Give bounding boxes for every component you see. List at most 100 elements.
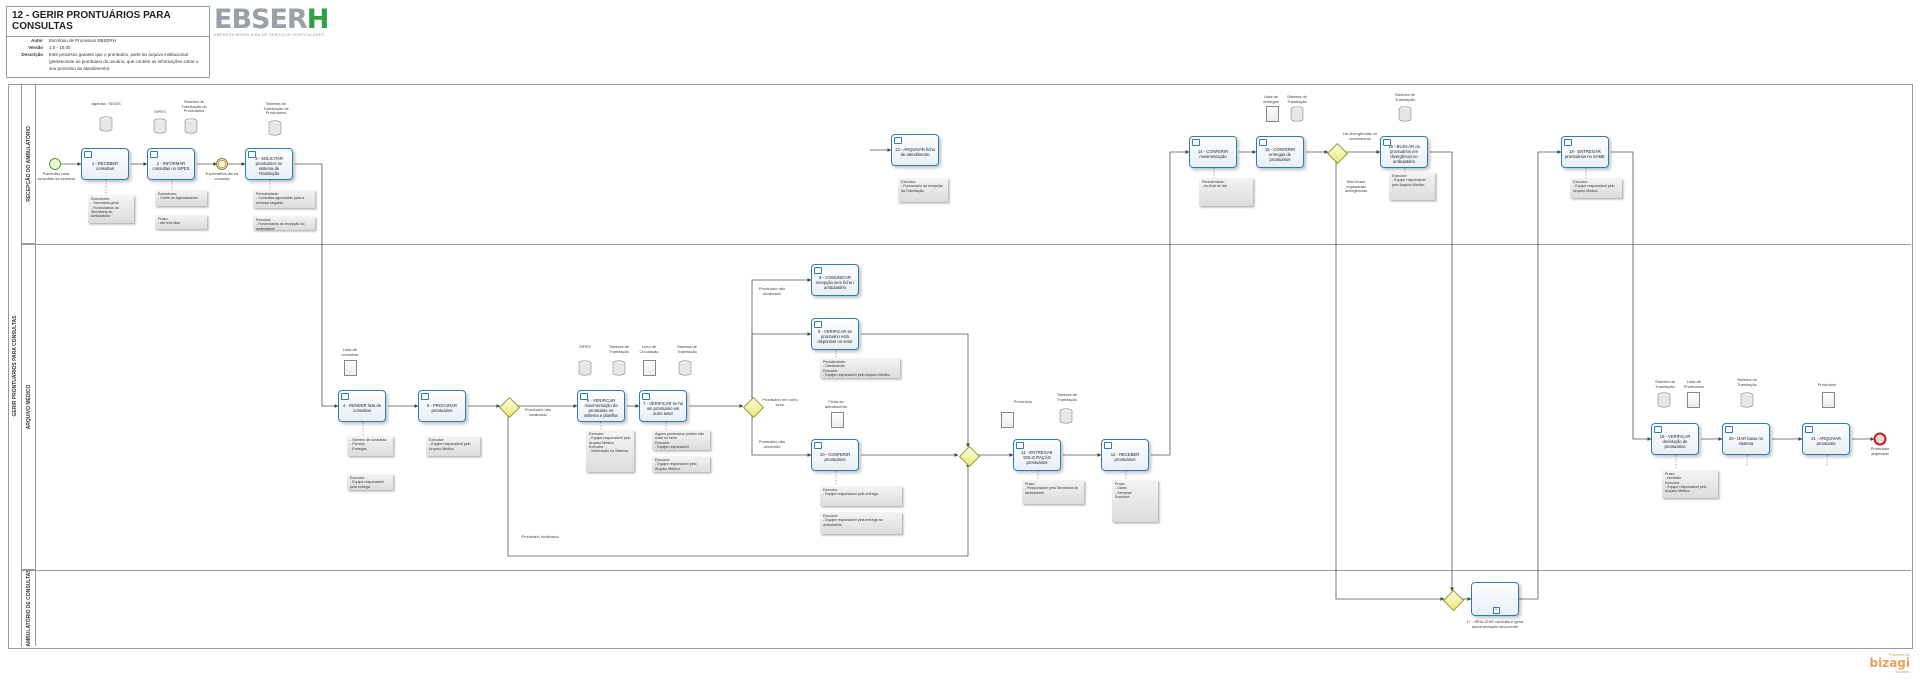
- user-task-icon: [1725, 426, 1733, 433]
- document-icon: [344, 360, 357, 376]
- artifact-label: Lista de Prontuários: [1683, 379, 1705, 389]
- document-icon: [1266, 106, 1279, 122]
- artifact-label: Lista de consultas: [341, 347, 359, 357]
- lane-header-ambulatorio: AMBULATÓRIO DE CONSULTAS: [22, 569, 36, 647]
- user-task-icon: [1259, 139, 1267, 146]
- flow-label: Prontuário em outro setor: [762, 397, 798, 407]
- task-label: 1 - RECEBER consultas: [91, 161, 119, 171]
- user-task-icon: [1104, 442, 1112, 449]
- document-icon: [643, 360, 656, 376]
- start-event-circle: [49, 158, 61, 170]
- flow-line: [751, 332, 812, 398]
- annotation-note: Periodicidade: - Diariamente Executor: -…: [820, 358, 900, 378]
- lane-separator: [22, 244, 1911, 245]
- task-informar-consultas[interactable]: 2 - INFORMAR consultas no SIPES: [147, 148, 195, 180]
- annotation-note: - Número de consultas - Período - Entreg…: [347, 436, 393, 456]
- end-event-label: Prontuário arquivado: [1870, 446, 1890, 456]
- artifact-label: Prontuário: [1013, 399, 1033, 404]
- document-icon: [1822, 392, 1835, 408]
- task-label: 11 - ENTREGAR SOLICITAÇÃO prontuários: [1021, 449, 1053, 465]
- task-verificar-devolucao[interactable]: 19 - VERIFICAR devolução de prontuários: [1651, 423, 1699, 455]
- database-icon: [1290, 106, 1304, 122]
- subprocess-realizar-consulta[interactable]: +: [1471, 582, 1519, 616]
- annotation-note: Executor: - Equipe responsável pelo Arqu…: [652, 456, 710, 472]
- task-verificar-outro-setor[interactable]: 7 - VERIFICAR se há um prontuário em out…: [639, 390, 687, 422]
- association-line: [92, 180, 107, 201]
- task-label: 6 - VERIFICAR movimentação do prontuário…: [584, 398, 618, 418]
- task-verificar-disponivel[interactable]: 9 - VERIFICAR se prontuário está disponí…: [811, 318, 859, 350]
- annotation-note: Executor: - Equipe responsável pelo Arqu…: [1570, 178, 1622, 198]
- task-arquivar-prontuario[interactable]: 21 - ARQUIVAR prontuário: [1802, 423, 1850, 455]
- task-conferir-prontuarios[interactable]: 10 - CONFERIR prontuários: [811, 439, 859, 471]
- task-conferir-entregas[interactable]: 15 - CONFERIR entregas de prontuários: [1256, 136, 1304, 168]
- database-icon: [99, 116, 113, 132]
- task-comunicar-recepcao[interactable]: 8 - COMUNICAR recepção sem ficha / ambul…: [811, 264, 859, 296]
- flow-label: Prontuário não localizado: [758, 286, 786, 296]
- task-entregar-solicitacao[interactable]: 11 - ENTREGAR SOLICITAÇÃO prontuários: [1013, 439, 1061, 471]
- task-label: 18 - ENTREGAR prontuários no SAME: [1565, 149, 1605, 159]
- pool: [8, 84, 1913, 649]
- process-header: 12 - GERIR PRONTUÁRIOS PARA CONSULTAS Au…: [6, 6, 210, 78]
- task-label: 2 - INFORMAR consultas no SIPES: [152, 161, 190, 171]
- task-label: 12 - RECEBER prontuários: [1110, 452, 1140, 462]
- user-task-icon: [84, 151, 92, 158]
- task-solicitar-prontuarios[interactable]: 3 - SOLICITAR prontuários no sistema de …: [245, 148, 293, 180]
- header-key: Descrição: [21, 52, 43, 57]
- flow-line: [1151, 150, 1190, 456]
- task-procurar-prontuarios[interactable]: 5 - PROCURAR prontuários: [418, 390, 466, 422]
- task-render-lista[interactable]: 4 - RENDER lista de consultas: [338, 390, 386, 422]
- user-task-icon: [341, 393, 349, 400]
- task-label: 9 - VERIFICAR se prontuário está disponí…: [817, 328, 853, 344]
- artifact-label: Sistema de Tramitação: [1654, 379, 1675, 389]
- flow-label: Prontuário não localizado: [524, 407, 552, 417]
- artifact-label: Sistema de Tramitação de Prontuários: [263, 101, 289, 116]
- artifact-label: Prontuário: [1817, 382, 1837, 387]
- task-receber-prontuarios[interactable]: 12 - RECEBER prontuários: [1101, 439, 1149, 471]
- task-label: 13 - ARQUIVAR ficha de atendimento: [895, 147, 935, 157]
- flow-label: Há divergências no recebimento: [1342, 131, 1378, 141]
- annotation-note: Prazo: - Imediato Executor: - Equipe res…: [1662, 470, 1718, 498]
- task-verificar-movimentacao[interactable]: 6 - VERIFICAR movimentação do prontuário…: [577, 390, 625, 422]
- annotation-note: Prazo: - Responsável pela Secretaria do …: [1022, 480, 1084, 504]
- task-dar-baixa[interactable]: 20 - DAR baixa no sistema: [1722, 423, 1770, 455]
- artifact-label: Sistema de Tramitação: [1286, 94, 1307, 104]
- annotation-note: Periodicidade: - Ao final do dia: [1199, 178, 1253, 206]
- user-task-icon: [814, 267, 822, 274]
- task-label: 14 - CONFERIR movimentação: [1197, 149, 1229, 159]
- task-label: 19 - VERIFICAR devolução de prontuários: [1659, 433, 1691, 449]
- header-value: Este processo garante que o prontuário, …: [49, 52, 199, 71]
- task-conferir-movimentacao[interactable]: 14 - CONFERIR movimentação: [1189, 136, 1237, 168]
- task-entregar-same[interactable]: 18 - ENTREGAR prontuários no SAME: [1561, 136, 1609, 168]
- artifact-label: Sistema de Tramitação: [676, 344, 697, 354]
- task-label: 16 - BUSCAR os prontuários em divergênci…: [1388, 144, 1420, 164]
- user-task-icon: [421, 393, 429, 400]
- artifact-label: Sistema de Tramitação: [1056, 392, 1077, 402]
- document-icon: [1001, 412, 1014, 428]
- end-event-circle: [1873, 432, 1887, 446]
- user-task-icon: [1654, 426, 1662, 433]
- logo-accent: H: [306, 4, 330, 35]
- annotation-note: Executor: - Equipe responsável pelo Arqu…: [426, 436, 480, 456]
- document-icon: [831, 412, 844, 428]
- artifact-label: Sistema de Tramitação: [1736, 377, 1757, 387]
- task-receber-consultas[interactable]: 1 - RECEBER consultas: [81, 148, 129, 180]
- user-task-icon: [814, 321, 822, 328]
- database-icon: [153, 118, 167, 134]
- annotation-note: Executor: - Equipe responsável pelo Arqu…: [586, 430, 634, 472]
- flow-line: [507, 414, 970, 557]
- task-buscar-divergencia[interactable]: 16 - BUSCAR os prontuários em divergênci…: [1380, 136, 1428, 168]
- task-arquivar-ficha[interactable]: 13 - ARQUIVAR ficha de atendimento: [891, 134, 939, 166]
- user-task-icon: [1192, 139, 1200, 146]
- annotation-note: Executor: - Equipe responsável pela entr…: [820, 512, 902, 534]
- annotation-note: Prazo: - Diário - Semanal Executor:: [1112, 480, 1158, 522]
- database-icon: [1740, 392, 1754, 408]
- database-icon: [578, 360, 592, 376]
- user-task-icon: [1805, 426, 1813, 433]
- task-label: 7 - VERIFICAR se há um prontuário em out…: [643, 400, 683, 416]
- ebserh-logo: EBSERH EMPRESA BRASILEIRA DE SERVIÇOS HO…: [214, 4, 334, 37]
- flow-label: Prontuário não devolvido: [758, 439, 786, 449]
- flow-label: Não foram registradas divergências: [1344, 179, 1368, 194]
- database-icon: [1657, 392, 1671, 408]
- annotation-note: Executor: - Equipe responsável pelo Arqu…: [1389, 172, 1435, 200]
- logo-main: EBSER: [214, 4, 308, 35]
